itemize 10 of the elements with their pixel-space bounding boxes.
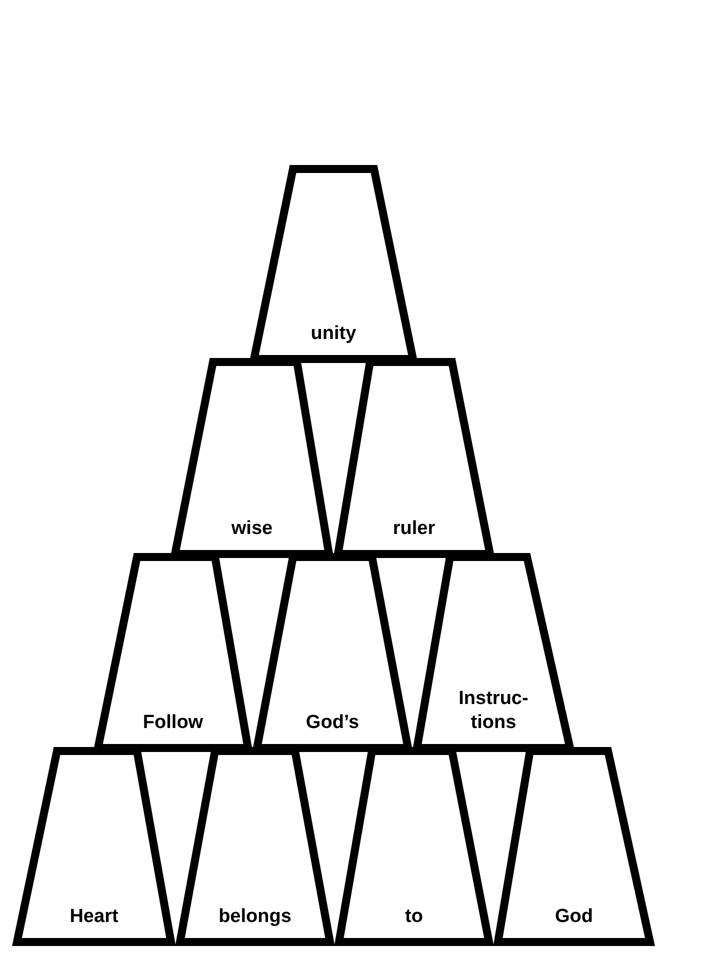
cup-word: Instruc- tions xyxy=(458,687,530,735)
cup-word: God xyxy=(555,905,593,929)
cup-word: to xyxy=(405,905,423,929)
cup-word: belongs xyxy=(218,905,292,929)
cup-word: unity xyxy=(310,322,356,346)
cup-word: ruler xyxy=(392,517,436,541)
cup-word: Heart xyxy=(70,905,118,929)
cup-word: wise xyxy=(231,517,273,541)
cup-word: God’s xyxy=(306,711,360,735)
cup-word: Follow xyxy=(142,711,204,735)
